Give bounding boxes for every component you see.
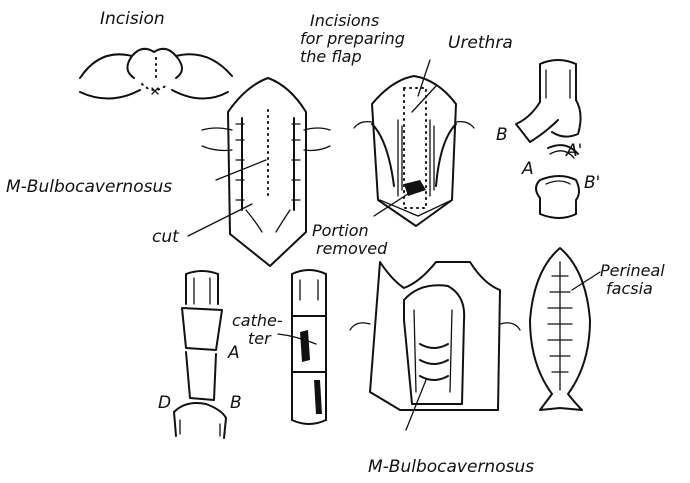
label-incisions-flap-1: Incisions bbox=[310, 12, 379, 29]
label-a-top: A bbox=[522, 160, 534, 178]
panel-muscle-exposed bbox=[188, 78, 330, 266]
label-m-bulbocavernosus-top: M-Bulbocavernosus bbox=[6, 178, 172, 196]
panel-urethra-ends bbox=[516, 60, 581, 218]
label-catheter-1: cathe- bbox=[232, 312, 283, 329]
panel-flap bbox=[354, 60, 474, 226]
label-b-prime: B' bbox=[584, 174, 600, 192]
label-urethra: Urethra bbox=[448, 34, 513, 52]
label-perineal-1: Perineal bbox=[600, 262, 665, 279]
panel-incision-site bbox=[80, 49, 232, 99]
label-b-bottom: B bbox=[230, 394, 242, 412]
panel-anastomosis bbox=[174, 271, 226, 438]
panel-muscle-closure bbox=[350, 262, 520, 430]
label-portion-removed-2: removed bbox=[316, 240, 387, 257]
label-a-bottom: A bbox=[228, 344, 240, 362]
label-a-prime: A' bbox=[566, 142, 582, 160]
panel-catheter bbox=[278, 270, 326, 424]
label-perineal-2: facsia bbox=[606, 280, 653, 297]
label-cut: cut bbox=[152, 228, 179, 246]
label-incisions-flap-3: the flap bbox=[300, 48, 362, 65]
label-b-top: B bbox=[496, 126, 508, 144]
panel-perineal-fascia bbox=[530, 248, 600, 410]
label-d: D bbox=[158, 394, 171, 412]
label-incisions-flap-2: for preparing bbox=[300, 30, 405, 47]
label-catheter-2: ter bbox=[248, 330, 271, 347]
label-m-bulbocavernosus-bottom: M-Bulbocavernosus bbox=[368, 458, 534, 476]
label-portion-removed-1: Portion bbox=[312, 222, 369, 239]
label-incision: Incision bbox=[100, 10, 165, 28]
